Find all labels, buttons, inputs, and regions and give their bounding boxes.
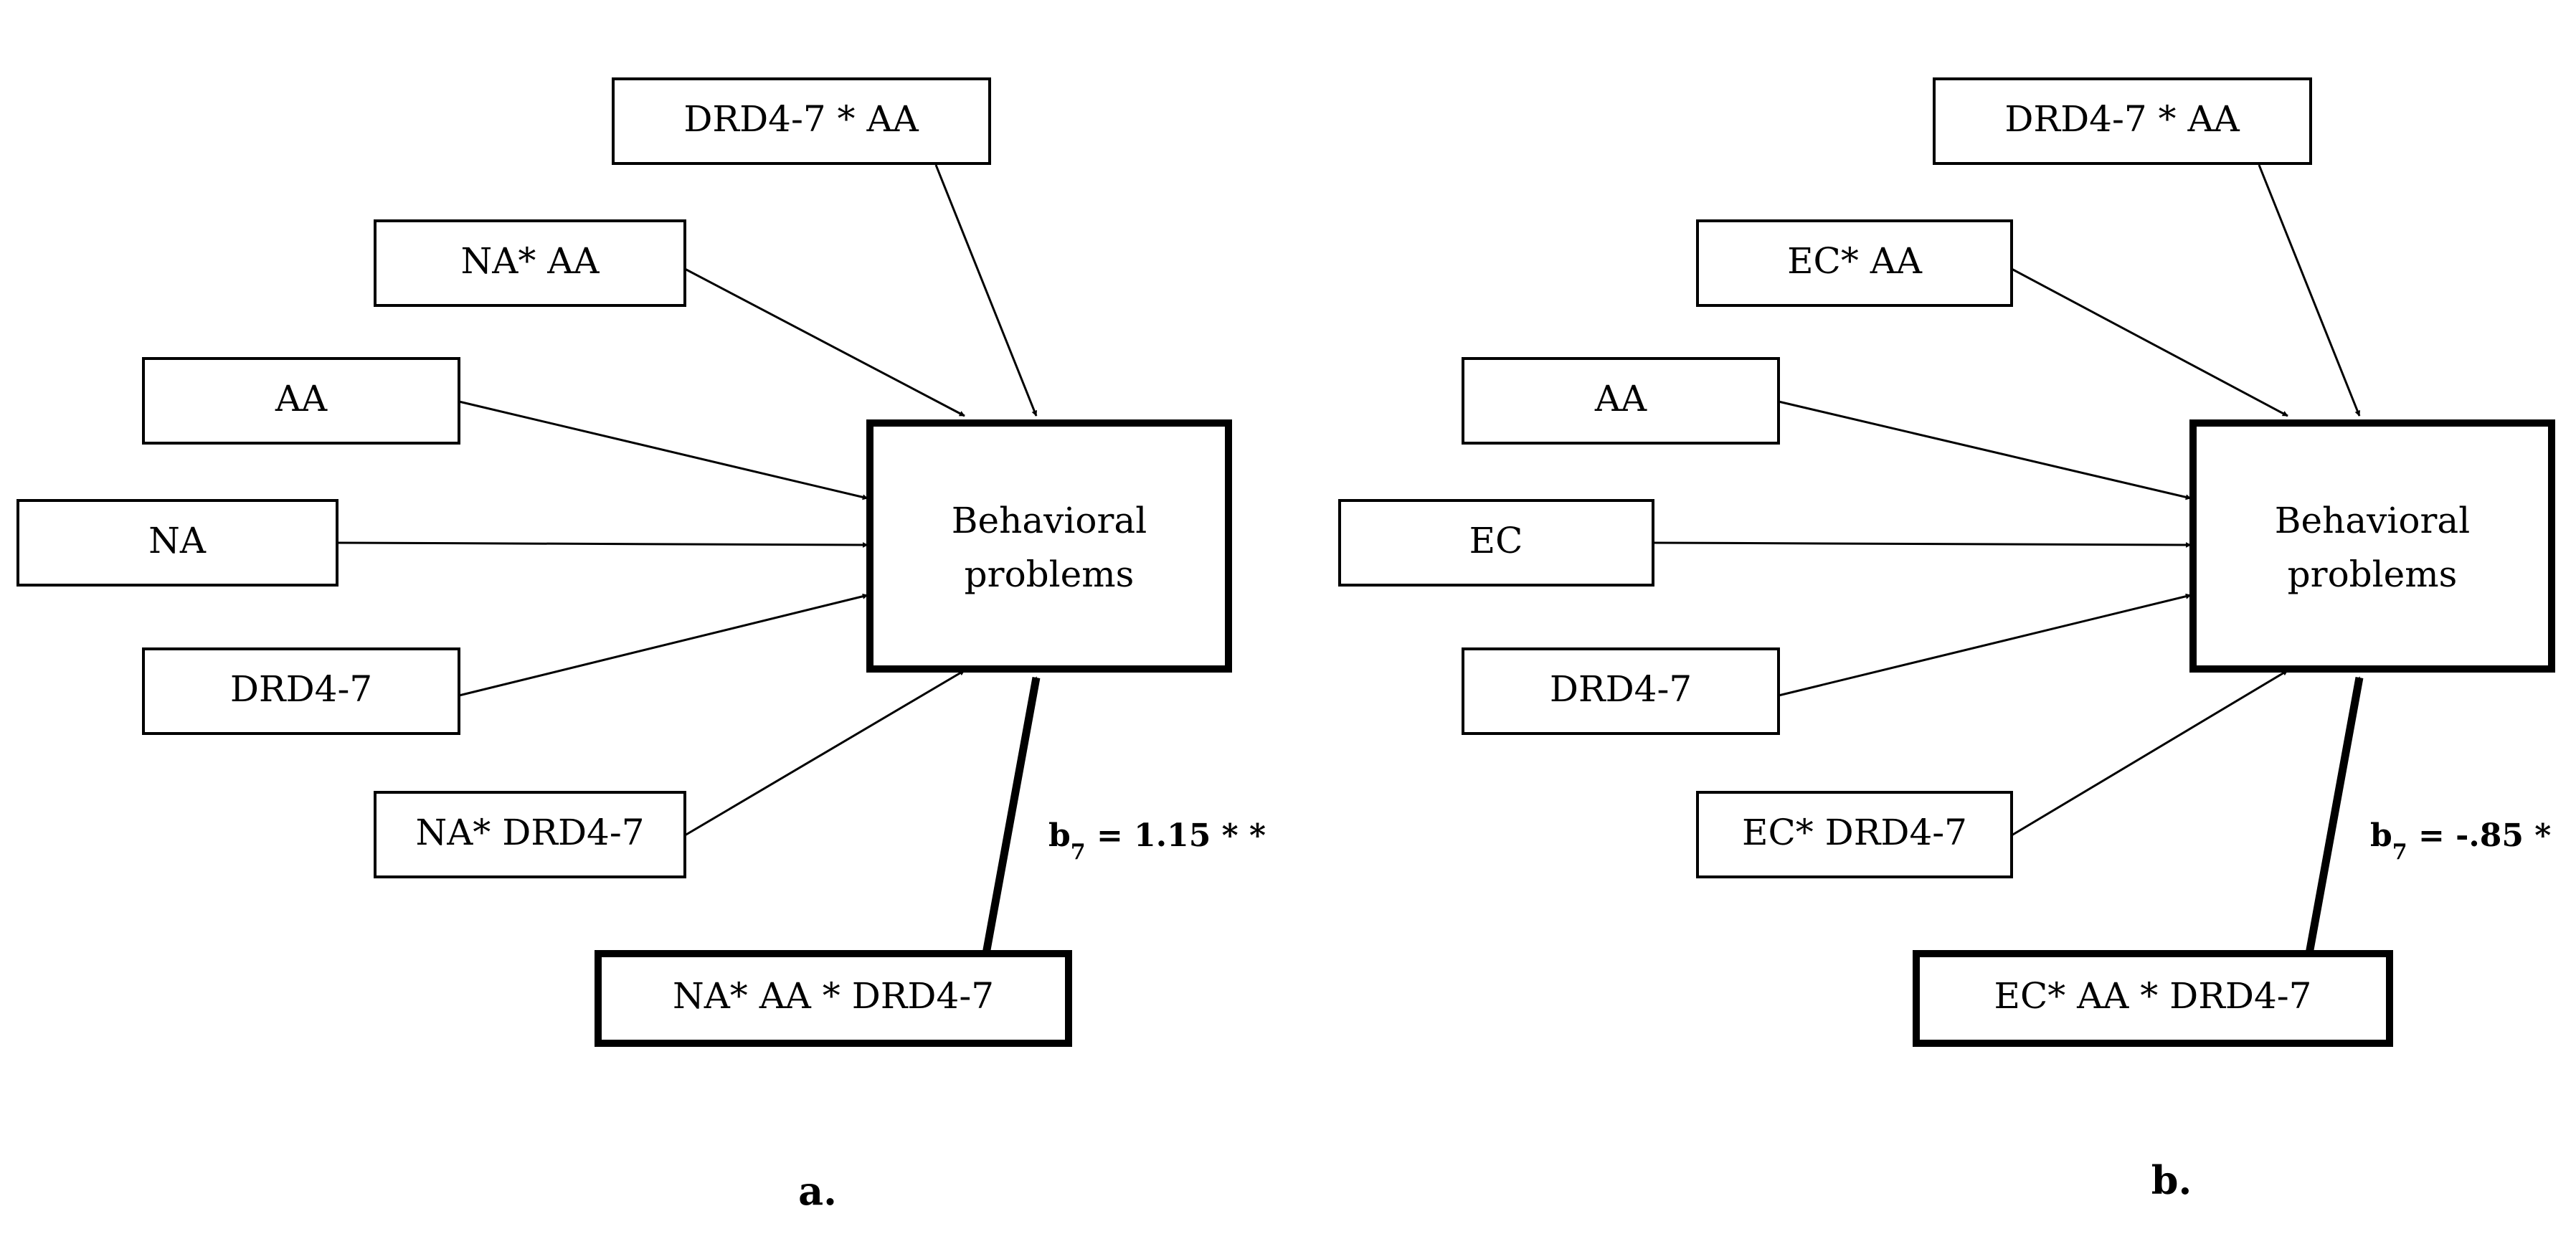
panel-b-outcome-line-1: Behavioral	[2275, 500, 2470, 541]
arrow-aa-to-outcome	[458, 400, 868, 500]
panel-b-box-aa: AA	[1462, 357, 1780, 445]
panel-b-aa-label: AA	[1594, 378, 1647, 419]
panel-a-box-three-way: NA* AA * DRD4-7	[595, 950, 1072, 1047]
panel-a-drd4-label: DRD4-7	[230, 668, 372, 710]
arrow-temperament-to-outcome	[1652, 541, 2192, 548]
panel-a-arrows	[336, 164, 1041, 954]
panel-a-box-drd4: DRD4-7	[142, 647, 460, 735]
panel-a-coefficient: b7 = 1.15 * *	[1048, 817, 1266, 865]
panel-b-box-three-way: EC* AA * DRD4-7	[1913, 950, 2393, 1047]
arrow-drd4-to-outcome	[1778, 593, 2192, 697]
panel-a: DRD4-7 * AA NA* AA AA NA DRD4-7 NA* DRD4…	[16, 77, 1266, 1214]
arrow-top-interaction-to-outcome	[2258, 164, 2361, 417]
panel-a-box-mod-aa: NA* AA	[374, 219, 686, 307]
arrow-temperament-to-outcome	[336, 541, 868, 548]
panel-b-outcome-line-2: problems	[2288, 554, 2458, 595]
panel-a-outcome-line-2: problems	[965, 554, 1135, 595]
panel-a-outcome-box: Behavioral problems	[866, 419, 1232, 673]
panel-a-label: a.	[798, 1168, 837, 1214]
panel-b-drd4-label: DRD4-7	[1550, 668, 1692, 710]
panel-b-box-temperament: EC	[1338, 499, 1654, 587]
arrow-aa-to-outcome	[1778, 400, 2192, 500]
panel-a-top-interaction-label: DRD4-7 * AA	[683, 98, 919, 140]
panel-a-box-temperament: NA	[16, 499, 338, 587]
arrow-mod-drd4-to-outcome	[684, 669, 965, 837]
panel-a-box-mod-drd4: NA* DRD4-7	[374, 791, 686, 878]
panel-b-mod-drd4-label: EC* DRD4-7	[1742, 812, 1967, 853]
panel-a-mod-aa-label: NA* AA	[461, 240, 600, 282]
panel-a-outcome-line-1: Behavioral	[952, 500, 1147, 541]
arrow-mod-aa-to-outcome	[2011, 267, 2288, 417]
panel-b: DRD4-7 * AA EC* AA AA EC DRD4-7 EC* DRD4…	[1338, 77, 2555, 1203]
panel-b-label: b.	[2151, 1157, 2192, 1203]
panel-b-arrows	[1652, 164, 2364, 954]
arrow-mod-aa-to-outcome	[684, 267, 965, 417]
panel-b-outcome-box: Behavioral problems	[2189, 419, 2555, 673]
panel-a-three-way-label: NA* AA * DRD4-7	[673, 975, 994, 1017]
panel-b-three-way-label: EC* AA * DRD4-7	[1994, 975, 2312, 1017]
arrow-top-interaction-to-outcome	[934, 164, 1038, 417]
panel-b-temperament-label: EC	[1469, 520, 1523, 561]
panel-b-box-mod-aa: EC* AA	[1696, 219, 2013, 307]
arrow-three-way-to-outcome	[982, 676, 1041, 954]
panel-b-coefficient: b7 = -.85 *	[2370, 817, 2551, 865]
panel-b-box-mod-drd4: EC* DRD4-7	[1696, 791, 2013, 878]
arrow-three-way-to-outcome	[2305, 676, 2364, 954]
panel-b-mod-aa-label: EC* AA	[1787, 240, 1923, 282]
panel-a-temperament-label: NA	[148, 520, 207, 561]
panel-a-mod-drd4-label: NA* DRD4-7	[415, 812, 644, 853]
panel-a-aa-label: AA	[275, 378, 328, 419]
arrow-mod-drd4-to-outcome	[2011, 669, 2288, 837]
panel-a-box-top-interaction: DRD4-7 * AA	[612, 77, 991, 165]
panel-b-top-interaction-label: DRD4-7 * AA	[2004, 98, 2240, 140]
arrow-drd4-to-outcome	[458, 593, 868, 697]
panel-b-box-drd4: DRD4-7	[1462, 647, 1780, 735]
panel-b-box-top-interaction: DRD4-7 * AA	[1933, 77, 2312, 165]
panel-a-box-aa: AA	[142, 357, 460, 445]
